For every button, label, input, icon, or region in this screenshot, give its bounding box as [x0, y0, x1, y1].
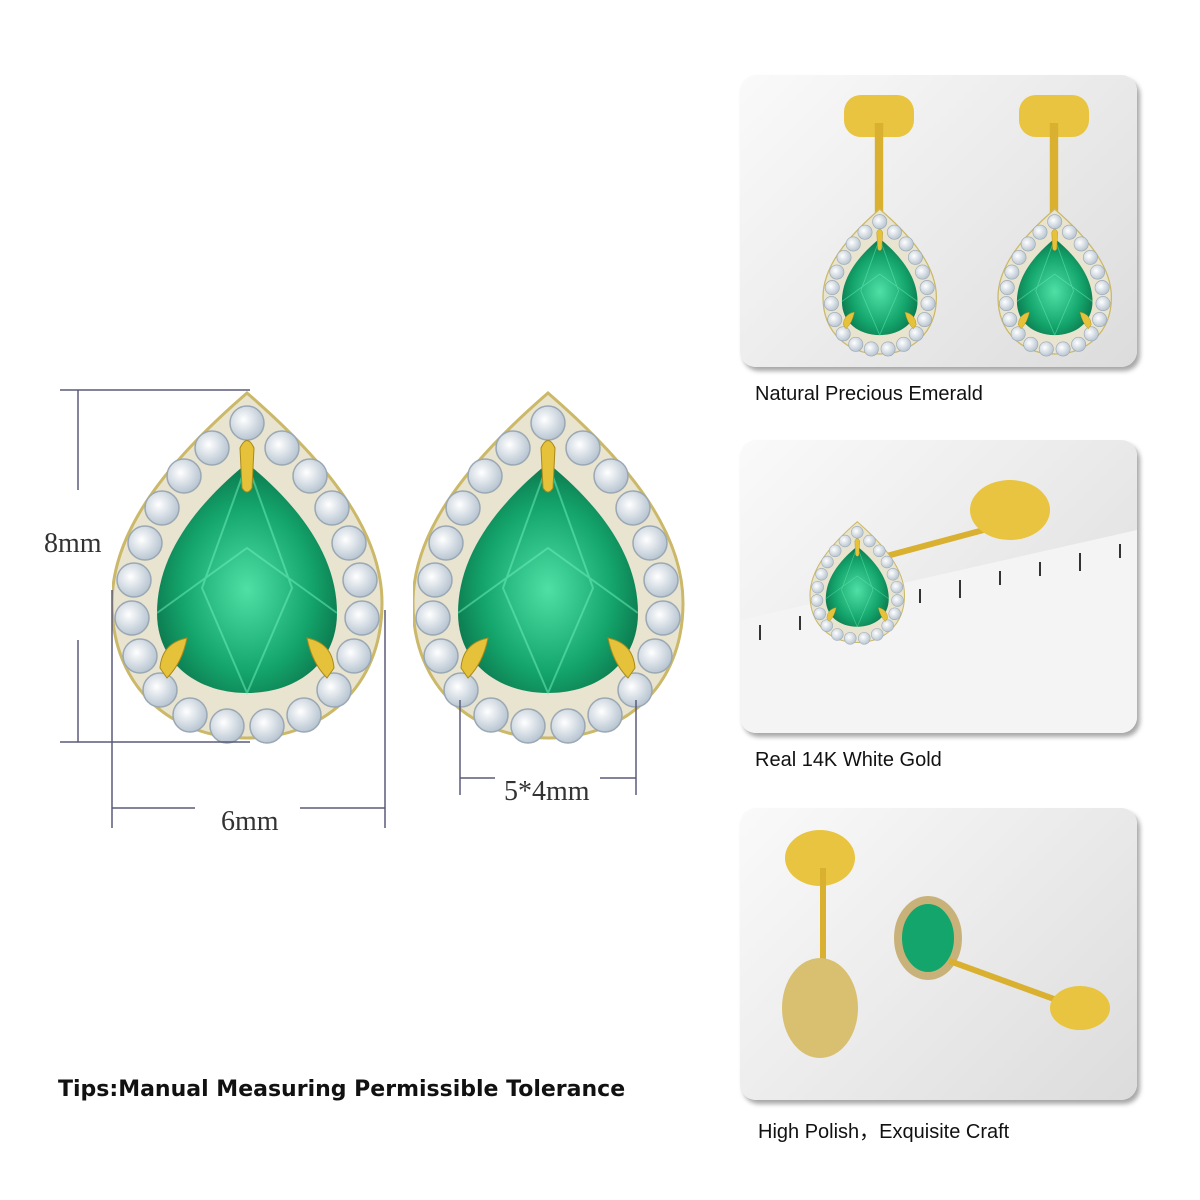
tolerance-tip: Tips:Manual Measuring Permissible Tolera… [58, 1077, 626, 1102]
caption-high-polish: High Polish，Exquisite Craft [758, 1121, 1010, 1143]
product-photo-panel-front [740, 75, 1137, 367]
width-dimension-label: 6mm [221, 806, 279, 837]
product-photo-panel-side [740, 808, 1137, 1100]
caption-14k-gold: Real 14K White Gold [755, 749, 942, 771]
stone-dimension-label: 5*4mm [504, 776, 590, 807]
dimension-lines [60, 389, 637, 828]
product-photo-panel-ruler [740, 440, 1137, 733]
caption-natural-emerald: Natural Precious Emerald [755, 383, 983, 405]
height-dimension-label: 8mm [44, 528, 102, 559]
